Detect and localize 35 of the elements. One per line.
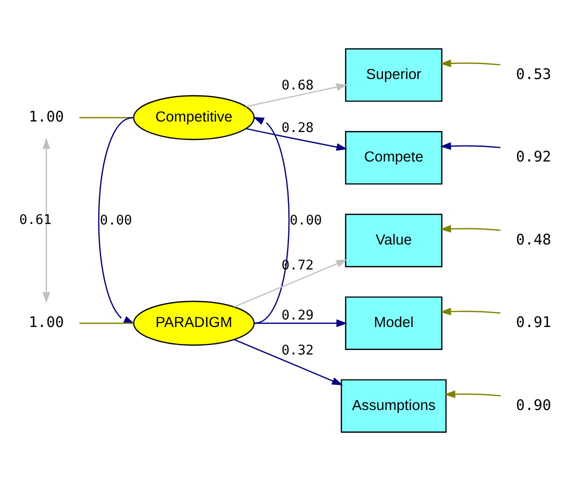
node-text: 0.53 [516, 65, 552, 82]
edge-label: 0.00 [290, 212, 322, 228]
arrow [42, 137, 50, 303]
node-text: 0.92 [516, 148, 552, 166]
arrow [246, 82, 348, 107]
edge-label: 0.68 [281, 78, 314, 93]
arrow [253, 116, 290, 324]
edge-label: 0.00 [100, 212, 132, 228]
edge-label: 0.61 [19, 212, 52, 228]
node-box: Compete [345, 130, 442, 184]
arrow [440, 59, 500, 67]
node-box: Value [345, 213, 442, 267]
node-text: 0.48 [516, 230, 552, 248]
edge-label: 0.29 [281, 308, 314, 323]
connector [79, 116, 134, 118]
node-text: 1.00 [28, 314, 64, 331]
edge-label: 0.28 [281, 120, 314, 136]
arrow [440, 224, 500, 232]
node-ellipse: Competitive [133, 94, 255, 140]
node-text: 0.91 [516, 314, 552, 331]
arrow [234, 258, 348, 307]
node-text: 1.00 [28, 108, 64, 125]
node-ellipse: PARADIGM [133, 300, 255, 346]
arrow [440, 142, 500, 150]
arrow [246, 128, 348, 150]
arrow [234, 338, 343, 385]
node-box: Assumptions [340, 378, 447, 432]
arrow [440, 307, 500, 315]
connector [79, 322, 134, 324]
node-text: 0.90 [516, 396, 552, 414]
arrow [254, 318, 348, 327]
node-box: Model [345, 296, 442, 350]
node-box: Superior [345, 48, 442, 102]
edge-label: 0.32 [281, 343, 314, 358]
arrow [444, 390, 501, 398]
